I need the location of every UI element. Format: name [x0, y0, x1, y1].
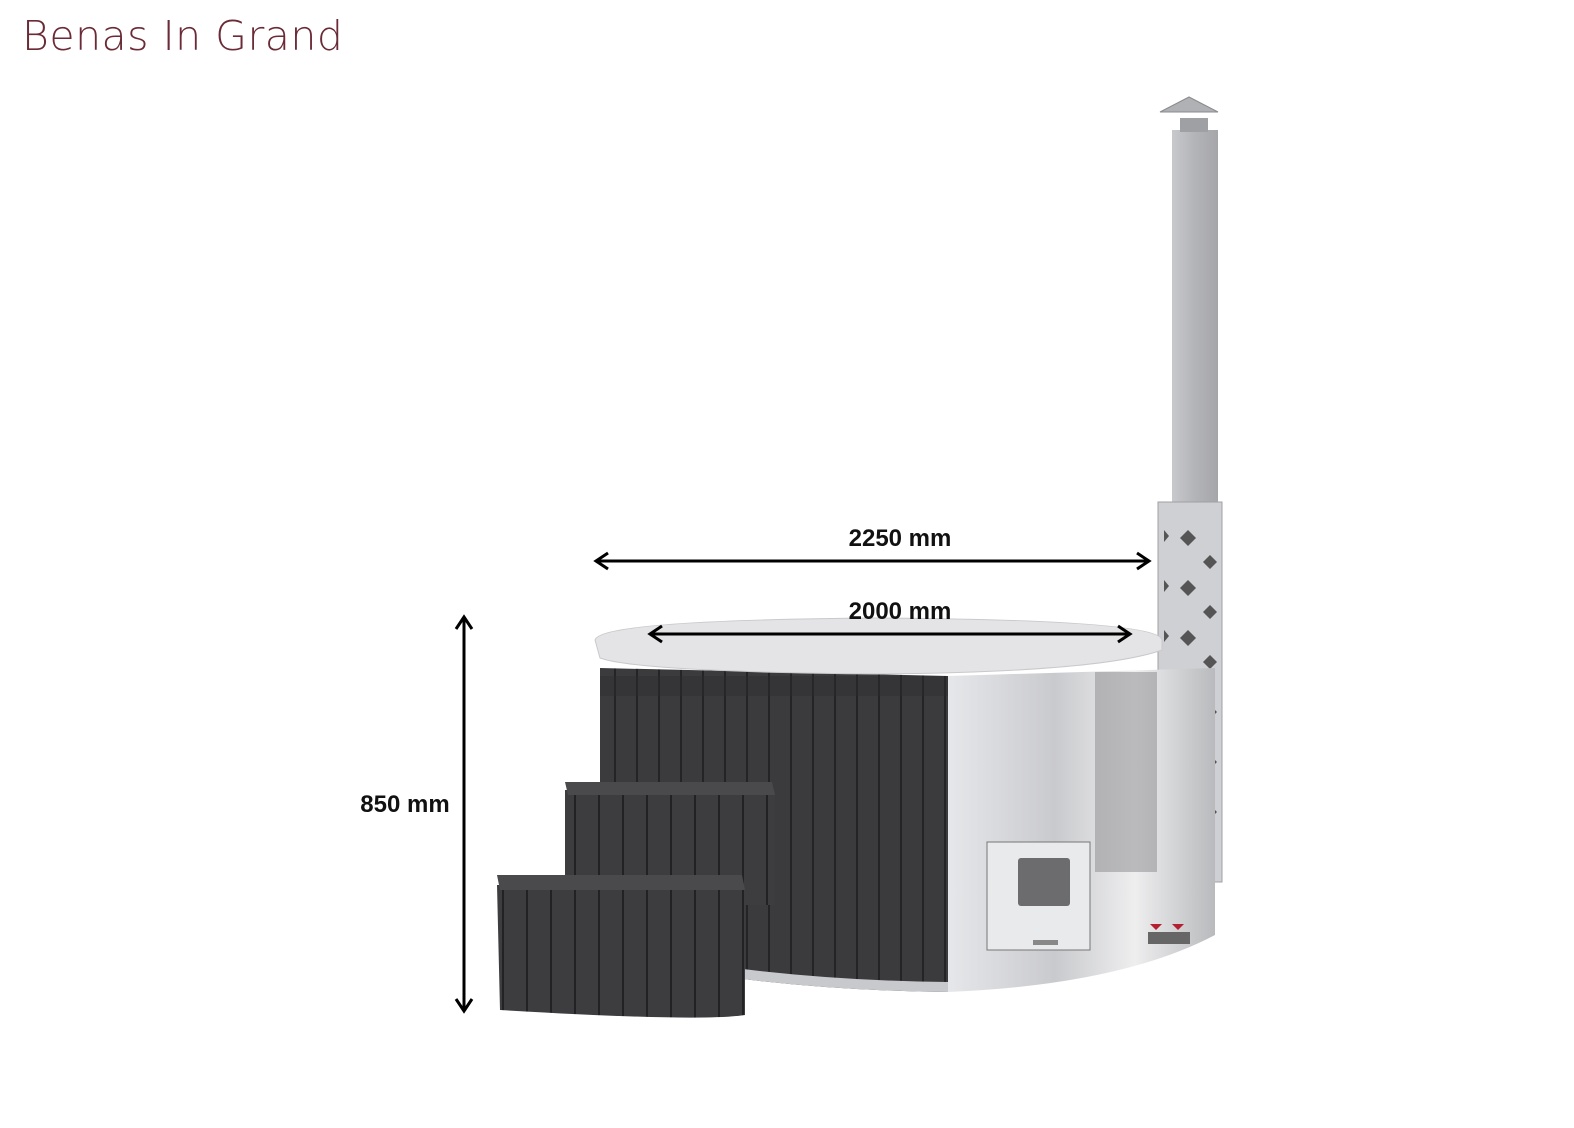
drain-valves[interactable]: [1148, 924, 1190, 944]
height-label: 850 mm: [360, 791, 449, 818]
dimension-height: [454, 614, 474, 1014]
dimension-inner-diameter: [647, 624, 1133, 644]
product-title: Benas In Grand: [22, 12, 344, 60]
stove-door[interactable]: [986, 841, 1091, 951]
steps[interactable]: [497, 782, 775, 1018]
inner-diameter-label: 2000 mm: [849, 598, 952, 625]
dimension-outer-diameter: [593, 551, 1152, 571]
outer-diameter-label: 2250 mm: [849, 525, 952, 552]
